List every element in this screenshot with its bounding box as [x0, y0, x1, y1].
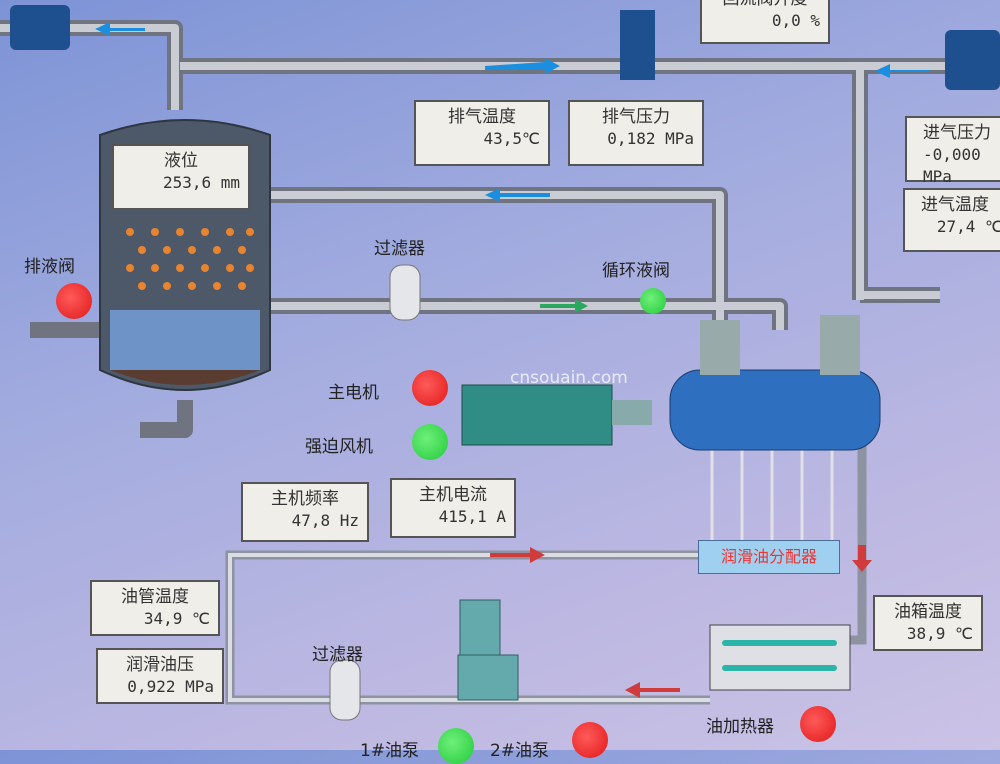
readout-label: 主机电流 — [419, 485, 487, 505]
readout-return-valve: 回流阀开度 0,0 % — [700, 0, 830, 44]
pump2-status-lamp[interactable] — [572, 722, 608, 758]
readout-inlet-pressure: 进气压力-0,000 MPa — [905, 116, 1000, 186]
label-pump2: 2#油泵 — [490, 741, 550, 761]
label-drain-valve: 排液阀 — [24, 257, 75, 277]
flow-arrow — [490, 547, 545, 563]
label-circulation-valve: 循环液阀 — [602, 261, 670, 281]
pump1-status-lamp[interactable] — [438, 728, 474, 764]
readout-label: 排气温度 — [448, 107, 516, 127]
readout-label: 液位 — [164, 151, 198, 171]
readout-label: 回流阀开度 — [723, 0, 808, 9]
watermark: cnsouain.com — [510, 368, 628, 388]
readout-value: 43,5℃ — [483, 129, 541, 148]
readout-lube-pressure: 润滑油压 0,922 MPa — [96, 648, 224, 704]
readout-oil-tank-temp: 油箱温度 38,9 ℃ — [873, 595, 983, 651]
main-motor-graphic — [461, 384, 652, 446]
readout-value: -0,000 MPa — [923, 145, 981, 186]
label-filter-top: 过滤器 — [374, 239, 425, 259]
flow-arrow — [852, 545, 872, 572]
readout-label: 主机频率 — [271, 489, 339, 509]
label-filter-bottom: 过滤器 — [312, 645, 363, 665]
readout-value: 47,8 Hz — [291, 511, 359, 530]
readout-motor-current: 主机电流 415,1 A — [390, 478, 516, 538]
readout-value: 415,1 A — [438, 507, 506, 526]
flow-arrow — [625, 682, 680, 698]
valve-icon — [10, 5, 70, 50]
readout-label: 油管温度 — [121, 587, 189, 607]
flow-arrow — [485, 188, 550, 202]
oil-pump-graphic — [457, 599, 519, 701]
readout-label: 排气压力 — [602, 107, 670, 127]
readout-value: 0,182 MPa — [607, 129, 694, 148]
screw-compressor — [669, 315, 881, 451]
flow-arrow — [95, 22, 145, 36]
label-oil-heater: 油加热器 — [706, 717, 774, 737]
readout-oil-pipe-temp: 油管温度 34,9 ℃ — [90, 580, 220, 636]
readout-level: 液位 253,6 mm — [112, 144, 250, 210]
readout-value: 0,0 % — [771, 11, 820, 30]
readout-motor-frequency: 主机频率 47,8 Hz — [241, 482, 369, 542]
readout-exhaust-temp: 排气温度 43,5℃ — [414, 100, 550, 166]
readout-exhaust-pressure: 排气压力 0,182 MPa — [568, 100, 704, 166]
control-valve-icon — [620, 10, 655, 80]
readout-value: 0,922 MPa — [127, 677, 214, 696]
flow-arrow — [485, 58, 560, 74]
readout-value: 253,6 mm — [162, 173, 240, 192]
oil-heater-graphic — [709, 624, 851, 691]
flow-arrow — [540, 299, 588, 313]
circulation-valve-status-lamp[interactable] — [640, 288, 666, 314]
readout-label: 进气温度 — [921, 195, 989, 215]
label-forced-fan: 强迫风机 — [305, 437, 373, 457]
readout-value: 27,4 ℃ — [936, 217, 1000, 236]
drain-valve-status-lamp[interactable] — [56, 283, 92, 319]
readout-label: 油箱温度 — [894, 602, 962, 622]
label-pump1: 1#油泵 — [360, 741, 420, 761]
readout-label: 润滑油压 — [126, 655, 194, 675]
label-main-motor: 主电机 — [328, 383, 379, 403]
readout-value: 34,9 ℃ — [143, 609, 210, 628]
oil-distributor: 润滑油分配器 — [698, 540, 840, 574]
valve-icon — [945, 30, 1000, 90]
forced-fan-status-lamp[interactable] — [412, 424, 448, 460]
flow-arrows — [95, 22, 930, 202]
readout-inlet-temp: 进气温度 27,4 ℃ — [903, 188, 1000, 252]
filter-graphic — [329, 264, 421, 721]
flow-arrow — [875, 64, 930, 78]
oil-heater-status-lamp[interactable] — [800, 706, 836, 742]
readout-value: 38,9 ℃ — [906, 624, 973, 643]
main-motor-status-lamp[interactable] — [412, 370, 448, 406]
readout-label: 进气压力 — [923, 123, 991, 143]
